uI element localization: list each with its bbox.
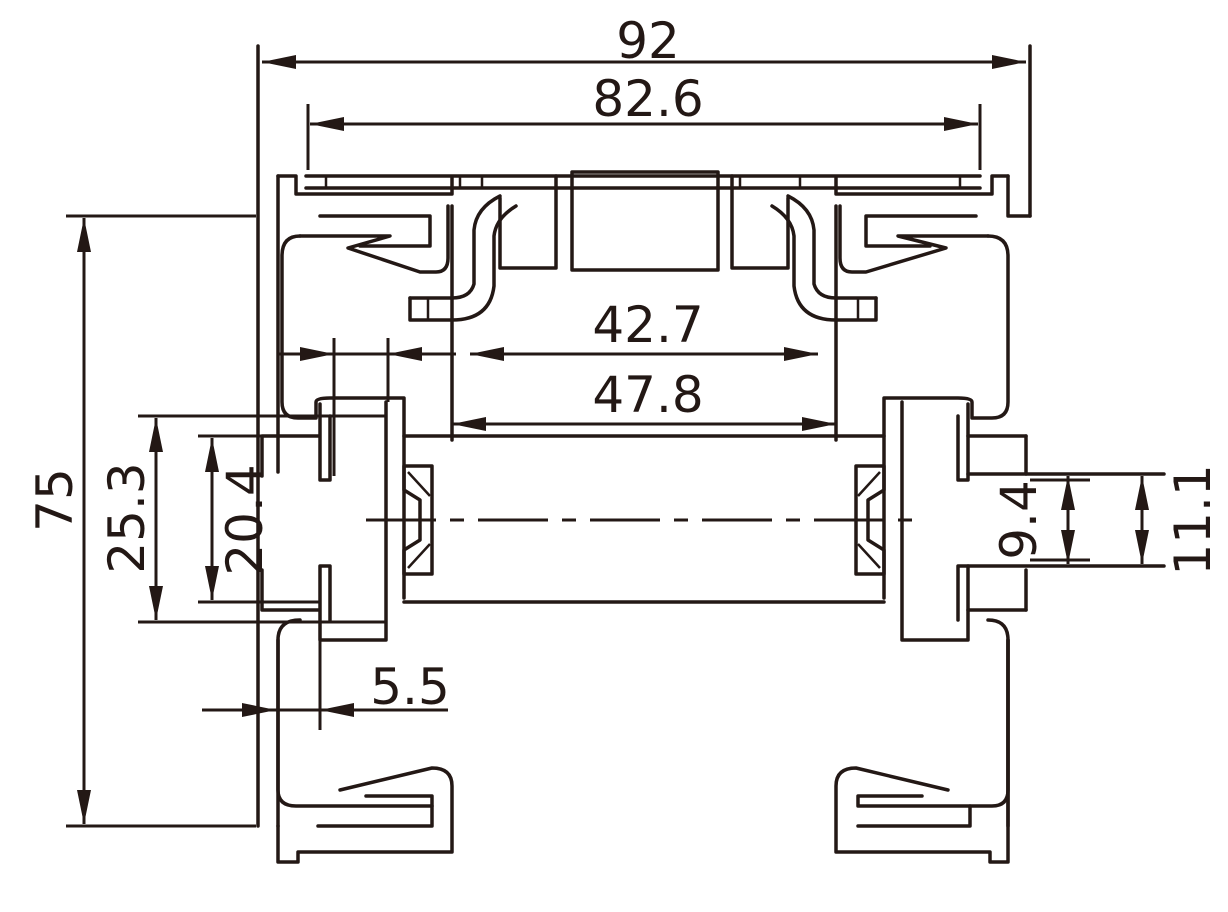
dim-inner-gap-42-7: 42.7 xyxy=(278,296,818,476)
dim-slot-height-outer: 25.3 xyxy=(98,414,386,624)
dim-overall-height: 75 xyxy=(26,214,256,828)
dim-right-slot-outer: 11.1 xyxy=(1135,464,1222,576)
dim-text-42-7: 42.7 xyxy=(592,296,703,354)
dim-text-5-5: 5.5 xyxy=(370,658,450,716)
dim-text-20-4: 20.4 xyxy=(216,464,274,575)
dim-text-9-4: 9.4 xyxy=(990,480,1048,560)
dim-right-slot-inner: 9.4 xyxy=(990,476,1090,564)
dim-text-75: 75 xyxy=(26,468,84,532)
profile-outline xyxy=(256,44,1166,864)
dim-inner-gap-47-8: 47.8 xyxy=(452,366,836,431)
dim-text-11-1: 11.1 xyxy=(1164,464,1222,575)
dim-text-82-6: 82.6 xyxy=(592,70,703,128)
dim-wall-offset: 5.5 xyxy=(202,632,450,730)
dim-text-25-3: 25.3 xyxy=(98,462,156,573)
dim-slot-height-inner: 20.4 xyxy=(198,434,320,604)
dim-text-92: 92 xyxy=(616,12,680,70)
dim-inner-width: 82.6 xyxy=(306,70,982,170)
dim-text-47-8: 47.8 xyxy=(592,366,703,424)
dim-overall-width: 92 xyxy=(262,12,1026,70)
